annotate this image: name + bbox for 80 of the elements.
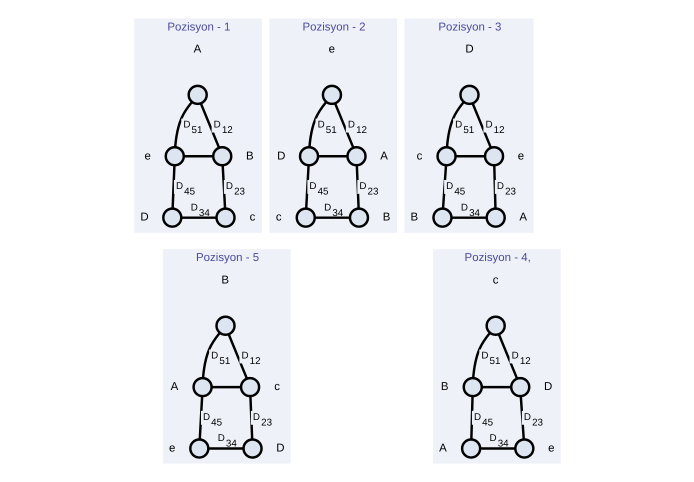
connector: [497, 334, 518, 380]
node-label: c: [416, 150, 422, 162]
connector: [471, 332, 490, 378]
node-circle: [186, 84, 208, 106]
node-circle: [214, 207, 236, 228]
node-circle: [348, 207, 369, 228]
node-label: c: [249, 212, 255, 224]
node-label: D: [543, 381, 552, 394]
node-label: c: [274, 381, 280, 394]
node-label: A: [380, 150, 388, 162]
node-circle: [483, 146, 504, 166]
node-circle: [484, 316, 506, 336]
node-circle: [460, 438, 481, 459]
node-label: B: [410, 212, 418, 224]
node-label: A: [438, 442, 446, 455]
node-circle: [162, 207, 182, 228]
node-circle: [321, 84, 342, 106]
node-label: D: [276, 442, 284, 455]
connector: [308, 101, 327, 148]
connector: [198, 396, 203, 440]
node-circle: [436, 146, 456, 166]
node-label: A: [170, 381, 178, 394]
connector: [441, 165, 447, 209]
connector: [451, 216, 486, 219]
node-label: A: [193, 43, 201, 56]
node-circle: [188, 438, 210, 459]
node-label: e: [144, 150, 150, 162]
connector: [480, 447, 515, 450]
connector: [173, 101, 192, 148]
node-circle: [242, 438, 262, 459]
node-circle: [298, 146, 319, 166]
connector: [184, 155, 212, 158]
node-label: B: [245, 150, 254, 162]
connector: [318, 155, 347, 158]
node-label: B: [440, 381, 448, 394]
node-circle: [484, 207, 506, 228]
node-circle: [514, 438, 534, 459]
node-label: A: [518, 212, 527, 224]
node-circle: [164, 146, 184, 166]
connector: [445, 101, 464, 148]
node-label: c: [492, 274, 498, 286]
connector: [227, 334, 248, 380]
node-circle: [295, 207, 316, 228]
connector: [220, 165, 226, 209]
node-circle: [192, 376, 212, 398]
connector: [304, 165, 310, 209]
connector: [201, 332, 220, 378]
connector: [471, 103, 492, 148]
node-circle: [458, 84, 480, 106]
node-circle: [214, 316, 236, 336]
connector: [248, 396, 253, 440]
node-label: B: [220, 274, 229, 286]
connector: [211, 386, 240, 388]
node-circle: [212, 146, 232, 166]
connector: [180, 216, 216, 219]
connector: [170, 165, 176, 209]
node-label: D: [276, 150, 285, 162]
node-circle: [432, 207, 452, 228]
connector: [208, 447, 243, 450]
node-label: e: [517, 150, 524, 162]
node-label: e: [548, 442, 554, 455]
node-label: c: [275, 212, 282, 224]
connector: [482, 386, 510, 388]
node-label: D: [140, 212, 148, 224]
connector: [314, 216, 350, 219]
connector: [355, 165, 360, 209]
node-label: e: [328, 43, 335, 56]
node-label: D: [464, 43, 474, 56]
node-label: e: [168, 442, 175, 455]
connector: [492, 165, 496, 209]
node-circle: [239, 376, 260, 398]
connector: [455, 155, 484, 158]
connector: [519, 396, 524, 440]
node-label: B: [382, 212, 390, 224]
node-circle: [462, 376, 482, 398]
node-circle: [510, 376, 530, 398]
connector: [470, 396, 474, 440]
node-circle: [346, 146, 366, 166]
connector: [334, 103, 354, 148]
connector: [199, 103, 220, 148]
